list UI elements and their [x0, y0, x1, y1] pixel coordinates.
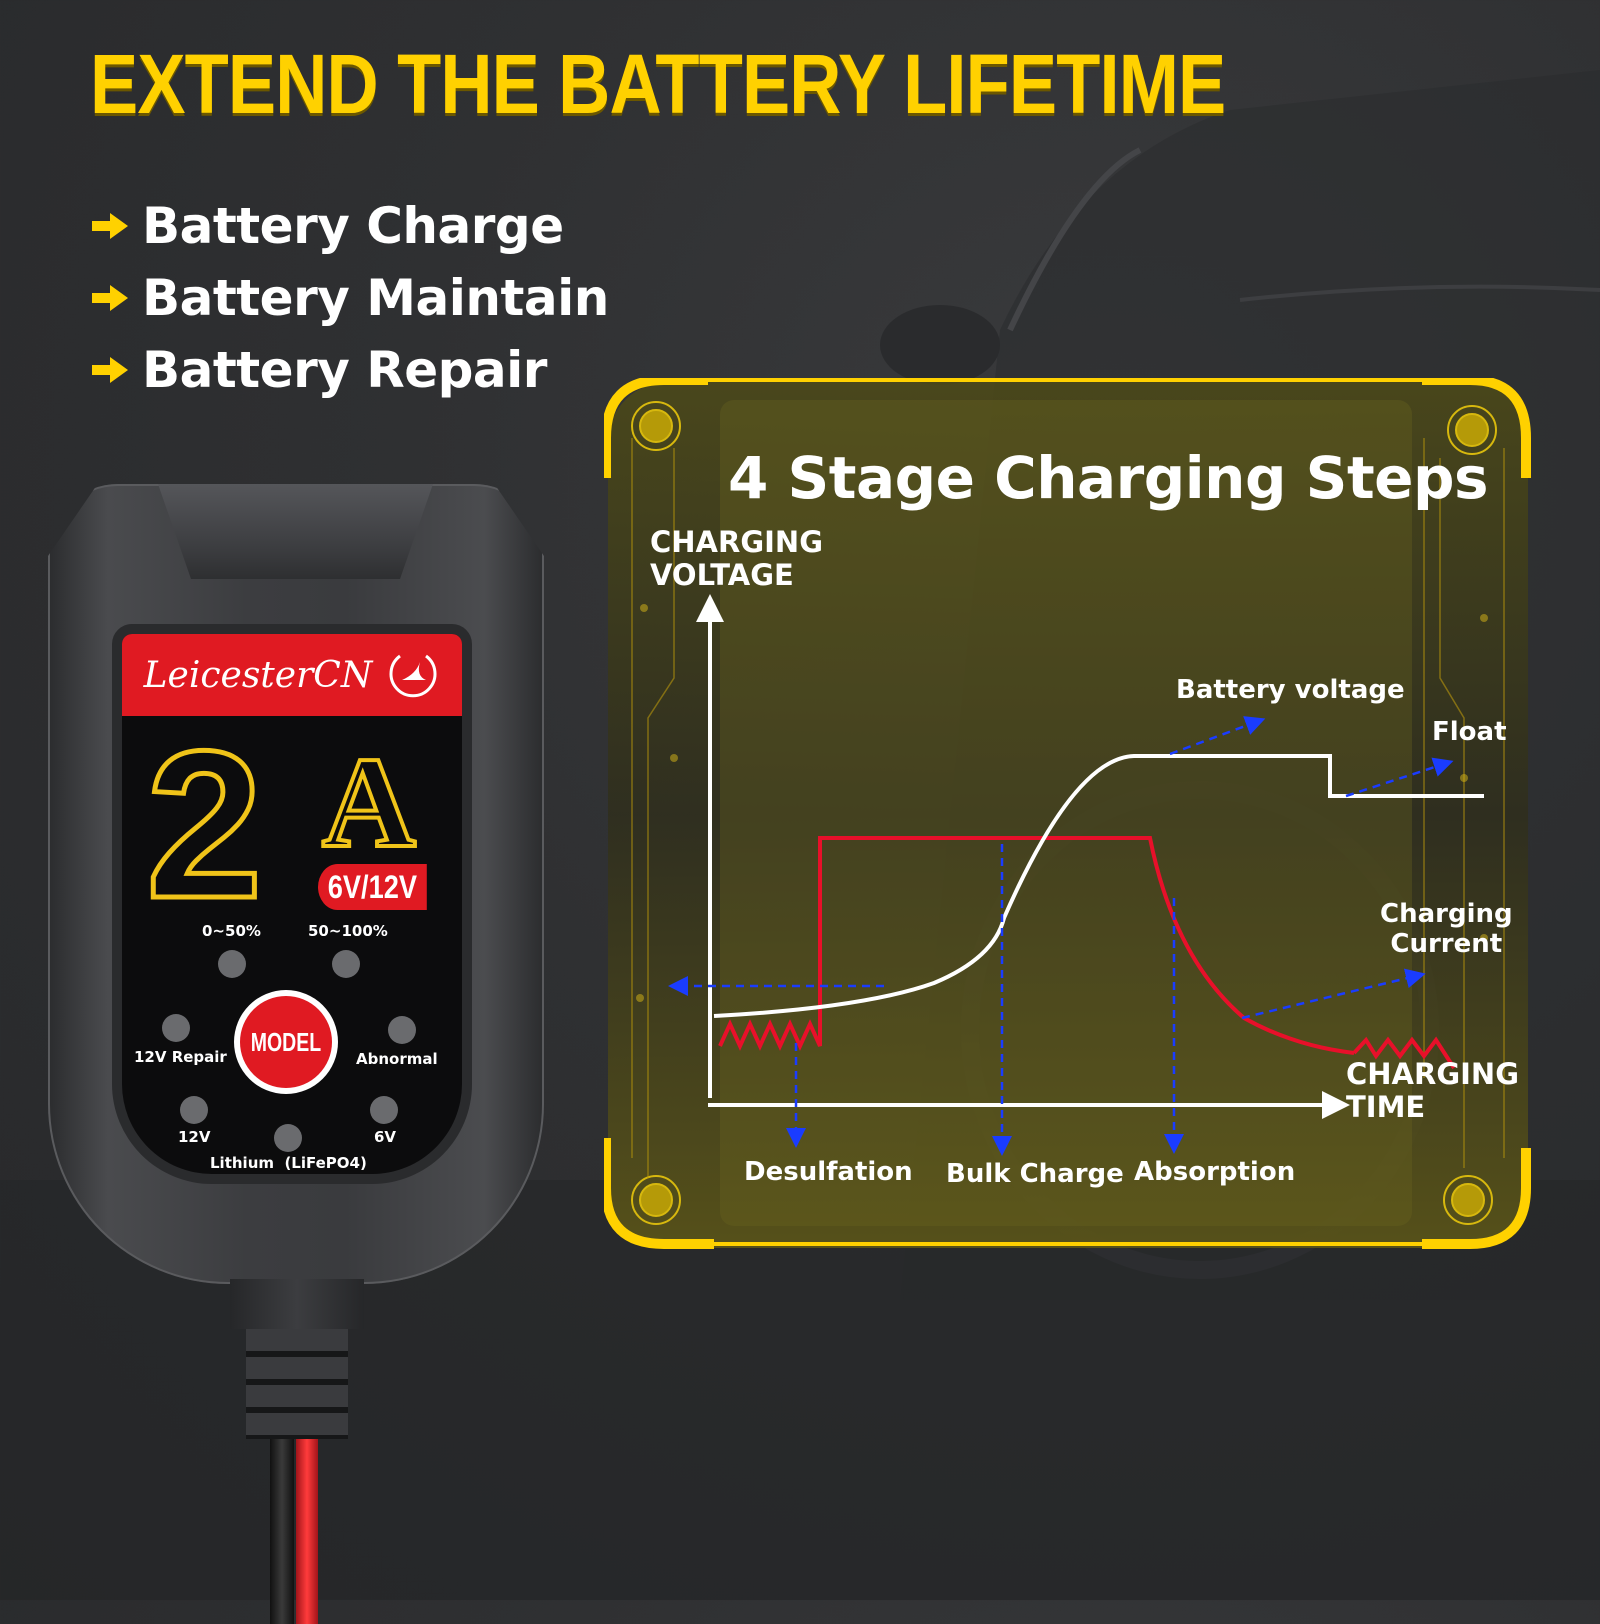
stage-label-absorption: Absorption: [1134, 1157, 1296, 1187]
amperage-unit: A: [320, 731, 418, 875]
feature-item: Battery Repair: [90, 334, 609, 406]
callout-float: Float: [1432, 717, 1507, 747]
feature-label: Battery Repair: [142, 341, 547, 399]
led-charge-high: [332, 950, 360, 978]
callout-current-line1: Charging: [1380, 899, 1513, 929]
led-6v: [370, 1096, 398, 1124]
led-label-0-50: 0~50%: [202, 922, 261, 940]
x-axis-label: CHARGING TIME: [1346, 1057, 1519, 1125]
device-hanger-slot: [158, 484, 433, 579]
headline: EXTEND THE BATTERY LIFETIME: [90, 37, 1226, 131]
feature-list: Battery Charge Battery Maintain Battery …: [90, 190, 609, 406]
y-axis-label-line1: CHARGING: [650, 525, 823, 559]
led-charge-low: [218, 950, 246, 978]
led-label-lithium: Lithium (LiFePO4): [210, 1154, 367, 1172]
x-axis-label-line1: CHARGING: [1346, 1057, 1519, 1091]
led-label-abnormal: Abnormal: [356, 1050, 438, 1068]
arrow-right-icon: [92, 213, 128, 239]
y-axis-label: CHARGING VOLTAGE: [650, 525, 823, 593]
brand-logo-icon: [389, 654, 437, 698]
led-label-6v: 6V: [374, 1128, 397, 1146]
feature-label: Battery Maintain: [142, 269, 609, 327]
led-label-12v-repair: 12V Repair: [134, 1048, 227, 1066]
charging-steps-panel: 4 Stage Charging Steps CHARGING VOLTAGE …: [604, 378, 1552, 1270]
panel-frame: [604, 378, 1531, 1249]
y-axis-label-line2: VOLTAGE: [650, 558, 794, 593]
feature-item: Battery Maintain: [90, 262, 609, 334]
callout-current-line2: Current: [1390, 928, 1503, 959]
led-label-50-100: 50~100%: [308, 922, 388, 940]
led-abnormal: [388, 1016, 416, 1044]
voltage-badge: 6V/12V: [318, 864, 427, 910]
callout-battery-voltage: Battery voltage: [1176, 675, 1405, 705]
arrow-right-icon: [92, 357, 128, 383]
feature-label: Battery Charge: [142, 197, 564, 255]
battery-charger-device: LeicesterCN 2 A 6V/12V 0~50% 50~100% 12V…: [48, 484, 544, 1624]
arrow-right-icon: [92, 285, 128, 311]
brand-bar: LeicesterCN: [122, 634, 462, 716]
cable-strain-relief: [230, 1279, 364, 1329]
cable-boot: [246, 1329, 348, 1439]
led-lithium: [274, 1124, 302, 1152]
model-button[interactable]: MODEL: [240, 996, 332, 1088]
callout-charging-current: Charging Current: [1380, 899, 1513, 960]
stage-label-bulk-charge: Bulk Charge: [946, 1159, 1124, 1189]
led-12v: [180, 1096, 208, 1124]
amperage-digit: 2: [144, 707, 266, 942]
led-label-12v: 12V: [178, 1128, 211, 1146]
control-panel: LeicesterCN 2 A 6V/12V 0~50% 50~100% 12V…: [122, 634, 462, 1174]
model-button-label: MODEL: [250, 1026, 322, 1057]
x-axis-label-line2: TIME: [1346, 1090, 1426, 1125]
stage-label-desulfation: Desulfation: [744, 1157, 913, 1187]
led-12v-repair: [162, 1014, 190, 1042]
brand-name: LeicesterCN: [143, 654, 373, 696]
feature-item: Battery Charge: [90, 190, 609, 262]
panel-title: 4 Stage Charging Steps: [727, 444, 1489, 512]
